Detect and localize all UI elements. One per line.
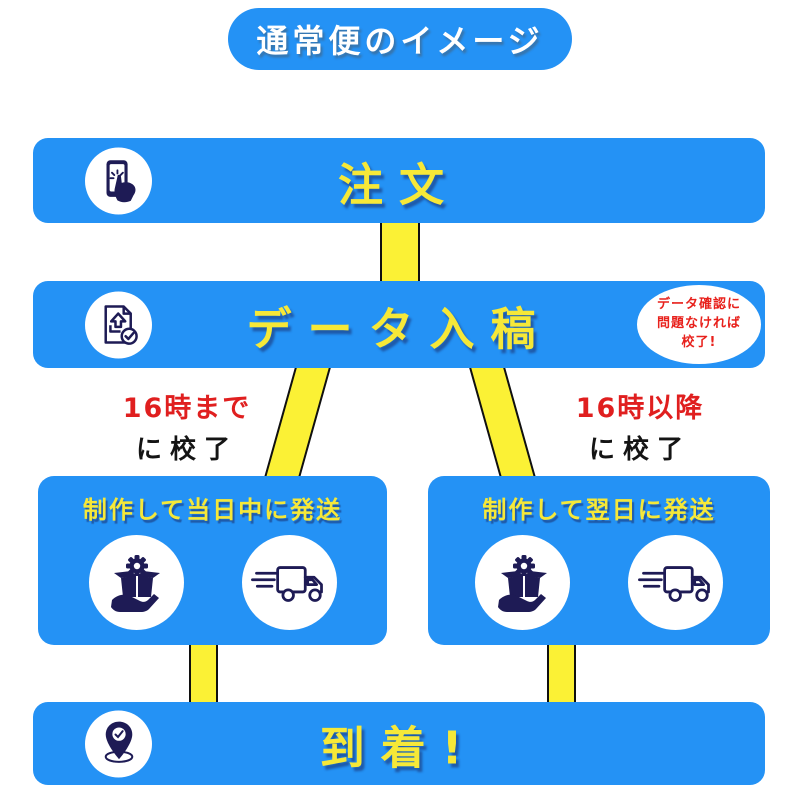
page-title: 通常便のイメージ (256, 22, 544, 60)
next-day-shipping-box: 制作して翌日に発送 (428, 476, 770, 645)
proof-note-line2: 問題なければ (656, 316, 741, 332)
step-data-submission-bar: データ入稿 データ確認に 問題なければ 校了! (33, 281, 765, 368)
proof-note-badge: データ確認に 問題なければ 校了! (637, 285, 761, 364)
next-day-shipping-icons (428, 535, 770, 630)
step-order-bar: 注文 (33, 138, 765, 223)
title-banner: 通常便のイメージ (228, 8, 572, 70)
condition-before-16: 16時まで に校了 (92, 386, 282, 466)
same-day-shipping-label: 制作して当日中に発送 (82, 496, 343, 524)
next-day-shipping-label: 制作して翌日に発送 (482, 496, 716, 524)
condition-after-16-deadline: 16時以降 (575, 393, 705, 424)
production-icon (88, 535, 184, 630)
delivery-truck-icon (628, 535, 723, 630)
location-pin-icon (85, 710, 152, 777)
step-order-label: 注文 (337, 158, 460, 211)
condition-before-16-deadline: 16時まで (122, 393, 252, 424)
same-day-shipping-box: 制作して当日中に発送 (38, 476, 387, 645)
condition-before-16-suffix: に校了 (135, 435, 238, 465)
step-arrival-label: 到着! (319, 721, 479, 774)
production-icon (475, 535, 570, 630)
condition-after-16: 16時以降 に校了 (545, 386, 735, 466)
connector-data-to-right-box (466, 359, 539, 486)
proof-note-line3: 校了! (681, 334, 717, 350)
connector-left-box-to-arrival (189, 634, 218, 713)
connector-right-box-to-arrival (547, 634, 576, 713)
document-upload-icon (85, 291, 152, 358)
condition-after-16-suffix: に校了 (588, 435, 691, 465)
same-day-shipping-icons (38, 535, 387, 630)
step-arrival-bar: 到着! (33, 702, 765, 785)
delivery-truck-icon (241, 535, 337, 630)
step-data-submission-label: データ入稿 (246, 302, 552, 355)
proof-note-line1: データ確認に (656, 297, 741, 313)
smartphone-tap-icon (85, 147, 152, 214)
